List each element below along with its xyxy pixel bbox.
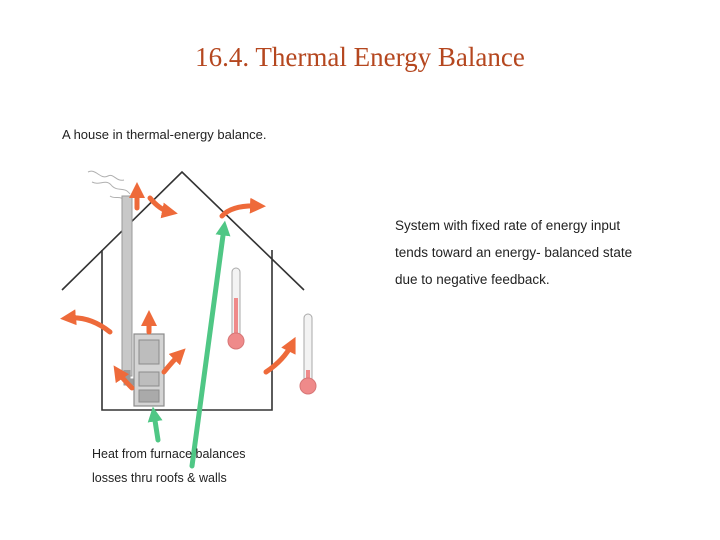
heat-arrow-right-wall bbox=[263, 336, 296, 375]
explanation-text: System with fixed rate of energy input t… bbox=[395, 212, 632, 293]
explanation-line-3: due to negative feedback. bbox=[395, 272, 550, 287]
heat-arrow-furnace-left bbox=[113, 365, 135, 391]
roof-line bbox=[61, 170, 305, 291]
heat-arrows bbox=[60, 181, 296, 391]
furnace-note-line-1: Heat from furnace balances bbox=[92, 447, 246, 461]
house-walls bbox=[101, 250, 273, 411]
slide-title: 16.4. Thermal Energy Balance bbox=[195, 42, 525, 72]
house-outline bbox=[61, 170, 305, 411]
figure-caption: A house in thermal-energy balance. bbox=[62, 127, 267, 142]
heat-arrow-left-wall bbox=[60, 309, 113, 335]
green-arrow-to-furnace bbox=[147, 406, 163, 443]
explanation-line-2: tends toward an energy- balanced state bbox=[395, 245, 633, 260]
explanation-line-1: System with fixed rate of energy input bbox=[395, 218, 621, 233]
heat-arrow-roof-right bbox=[219, 197, 266, 219]
balance-arrows bbox=[147, 220, 231, 469]
indoor-thermometer-icon bbox=[227, 267, 245, 350]
green-arrow-to-roof bbox=[189, 220, 231, 469]
outdoor-thermometer-icon bbox=[299, 313, 317, 395]
furnace-icon bbox=[133, 333, 165, 407]
heat-arrow-roof-left bbox=[147, 195, 178, 219]
furnace-note: Heat from furnace balances losses thru r… bbox=[92, 442, 246, 490]
furnace-note-line-2: losses thru roofs & walls bbox=[92, 471, 227, 485]
heat-arrow-furnace-right bbox=[161, 348, 186, 375]
